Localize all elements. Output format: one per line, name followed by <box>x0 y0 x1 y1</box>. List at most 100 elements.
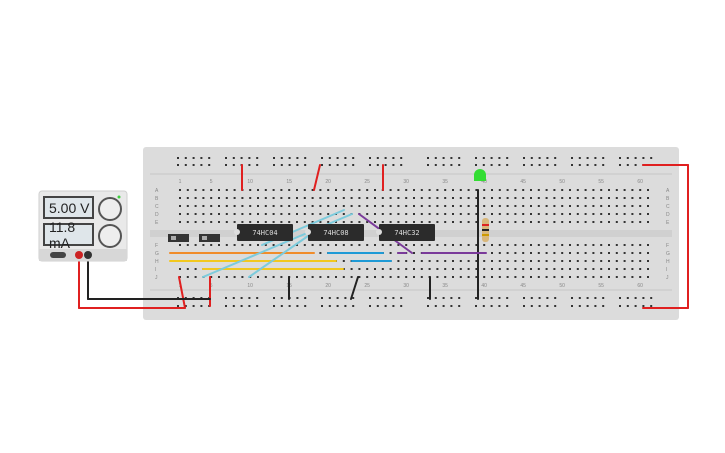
hole[interactable] <box>272 197 275 199</box>
hole[interactable] <box>444 260 447 262</box>
hole[interactable] <box>459 189 462 191</box>
hole[interactable] <box>514 276 517 278</box>
rail-hole[interactable] <box>482 164 485 166</box>
rail-hole[interactable] <box>626 305 629 307</box>
hole[interactable] <box>576 205 579 207</box>
hole[interactable] <box>264 244 267 246</box>
hole[interactable] <box>233 221 236 223</box>
hole[interactable] <box>342 276 345 278</box>
rail-hole[interactable] <box>248 164 251 166</box>
hole[interactable] <box>179 205 181 207</box>
hole[interactable] <box>272 276 275 278</box>
rail-hole[interactable] <box>586 297 589 299</box>
hole[interactable] <box>475 205 478 207</box>
rail-hole[interactable] <box>352 157 355 159</box>
hole[interactable] <box>631 260 634 262</box>
hole[interactable] <box>218 221 220 223</box>
hole[interactable] <box>296 205 298 207</box>
hole[interactable] <box>444 221 447 223</box>
hole[interactable] <box>615 260 618 262</box>
rail-hole[interactable] <box>619 157 621 159</box>
hole[interactable] <box>584 189 587 191</box>
hole[interactable] <box>608 244 610 246</box>
hole[interactable] <box>374 244 376 246</box>
hole[interactable] <box>225 276 228 278</box>
hole[interactable] <box>405 205 408 207</box>
hole[interactable] <box>623 260 626 262</box>
hole[interactable] <box>257 205 259 207</box>
hole[interactable] <box>194 197 197 199</box>
hole[interactable] <box>405 213 408 215</box>
rail-hole[interactable] <box>184 305 187 307</box>
hole[interactable] <box>569 205 571 207</box>
hole[interactable] <box>498 189 501 191</box>
hole[interactable] <box>358 221 361 223</box>
rail-hole[interactable] <box>177 164 179 166</box>
rail-hole[interactable] <box>650 297 653 299</box>
hole[interactable] <box>608 252 610 254</box>
rail-hole[interactable] <box>232 297 235 299</box>
hole[interactable] <box>210 244 213 246</box>
hole[interactable] <box>381 221 384 223</box>
rail-hole[interactable] <box>578 297 581 299</box>
hole[interactable] <box>592 189 595 191</box>
rail-hole[interactable] <box>530 297 533 299</box>
rail-hole[interactable] <box>626 164 629 166</box>
hole[interactable] <box>436 197 439 199</box>
hole[interactable] <box>537 213 540 215</box>
rail-hole[interactable] <box>256 157 259 159</box>
negative-terminal[interactable] <box>84 251 92 259</box>
hole[interactable] <box>623 244 626 246</box>
hole[interactable] <box>319 205 322 207</box>
hole[interactable] <box>179 197 181 199</box>
hole[interactable] <box>288 205 291 207</box>
rail-hole[interactable] <box>304 305 307 307</box>
hole[interactable] <box>553 213 556 215</box>
hole[interactable] <box>413 197 415 199</box>
hole[interactable] <box>257 276 259 278</box>
hole[interactable] <box>584 213 587 215</box>
hole[interactable] <box>381 244 384 246</box>
hole[interactable] <box>522 197 525 199</box>
hole[interactable] <box>444 268 447 270</box>
hole[interactable] <box>397 213 400 215</box>
rail-hole[interactable] <box>328 157 331 159</box>
rail-hole[interactable] <box>200 164 203 166</box>
hole[interactable] <box>428 268 431 270</box>
rail-hole[interactable] <box>571 297 573 299</box>
rail-hole[interactable] <box>475 164 477 166</box>
hole[interactable] <box>241 244 244 246</box>
hole[interactable] <box>545 189 548 191</box>
hole[interactable] <box>491 268 493 270</box>
hole[interactable] <box>272 189 275 191</box>
hole[interactable] <box>296 213 298 215</box>
rail-hole[interactable] <box>626 297 629 299</box>
rail-hole[interactable] <box>538 305 541 307</box>
hole[interactable] <box>608 260 610 262</box>
hole[interactable] <box>436 260 439 262</box>
hole[interactable] <box>257 244 259 246</box>
hole[interactable] <box>491 252 493 254</box>
hole[interactable] <box>202 221 205 223</box>
hole[interactable] <box>257 221 259 223</box>
hole[interactable] <box>319 189 322 191</box>
hole[interactable] <box>615 252 618 254</box>
hole[interactable] <box>475 213 478 215</box>
hole[interactable] <box>264 276 267 278</box>
voltage-knob[interactable] <box>98 197 122 221</box>
rail-hole[interactable] <box>376 297 379 299</box>
hole[interactable] <box>553 244 556 246</box>
hole[interactable] <box>413 221 415 223</box>
rail-hole[interactable] <box>554 305 557 307</box>
rail-hole[interactable] <box>482 305 485 307</box>
hole[interactable] <box>342 244 345 246</box>
hole[interactable] <box>397 268 400 270</box>
hole[interactable] <box>264 205 267 207</box>
rail-hole[interactable] <box>376 164 379 166</box>
rail-hole[interactable] <box>594 157 597 159</box>
hole[interactable] <box>475 268 478 270</box>
rail-hole[interactable] <box>208 157 211 159</box>
hole[interactable] <box>459 213 462 215</box>
hole[interactable] <box>413 268 415 270</box>
hole[interactable] <box>600 221 603 223</box>
